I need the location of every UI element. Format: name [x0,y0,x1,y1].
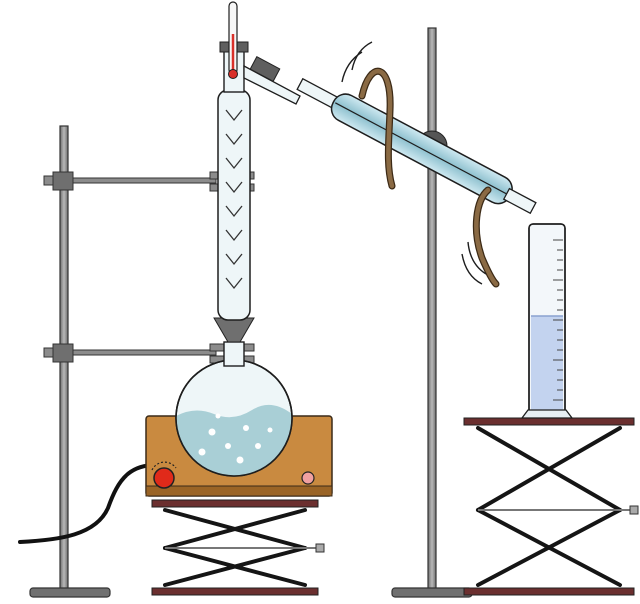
jack-scissor-right [476,426,622,587]
indicator-light [301,471,315,485]
condenser-outlet-tube [502,187,537,215]
round-bottom-flask [175,341,293,477]
power-cord [18,462,170,544]
stand-rod-right [427,27,437,591]
lab-jack-right [463,417,639,596]
cylinder-liquid [531,316,563,412]
boss-head-lower [52,343,74,363]
side-arm-joint [249,56,281,82]
stand-base-right [391,587,473,598]
liquid-bubbles [198,413,273,464]
fractionating-column [213,41,301,343]
cylinder-graduations [553,239,563,401]
power-knob[interactable] [153,467,175,489]
thermometer-bulb [228,69,238,79]
flask-liquid [176,404,292,476]
condenser-inner-tube [335,102,523,203]
column-vigreux-indents [225,109,243,290]
water-inlet-tube [359,69,395,189]
jack-knob-left[interactable] [315,543,325,553]
jack-top-plate-right [463,417,635,426]
boss-screw-lower[interactable] [43,347,54,358]
clamp-arm-lower [67,349,217,356]
lab-jack-left [151,499,325,596]
clamp-arm-upper [67,177,217,184]
condenser [296,77,537,215]
boss-head-upper [52,171,74,191]
water-outlet-tube [474,187,499,287]
cylinder-base [520,409,574,419]
still-head-side-arm [243,64,301,105]
knob-scale [151,461,177,471]
jack-top-plate-left [151,499,319,508]
cooling-water-tubes [341,41,500,288]
stand-base-left [29,587,111,598]
water-flow-arrows [341,41,487,285]
jack-scissor-left [163,508,307,587]
flask-neck [223,341,245,367]
retort-stand-right [391,27,473,598]
jack-bottom-plate-right [463,587,635,596]
graduated-cylinder [520,223,574,419]
thermometer [228,1,238,79]
jack-knob-right[interactable] [629,505,639,515]
column-joint [213,317,255,343]
boss-screw-upper[interactable] [43,175,54,186]
column-body [217,89,251,321]
hot-plate-base [145,485,333,497]
jack-bottom-plate-left [151,587,319,596]
